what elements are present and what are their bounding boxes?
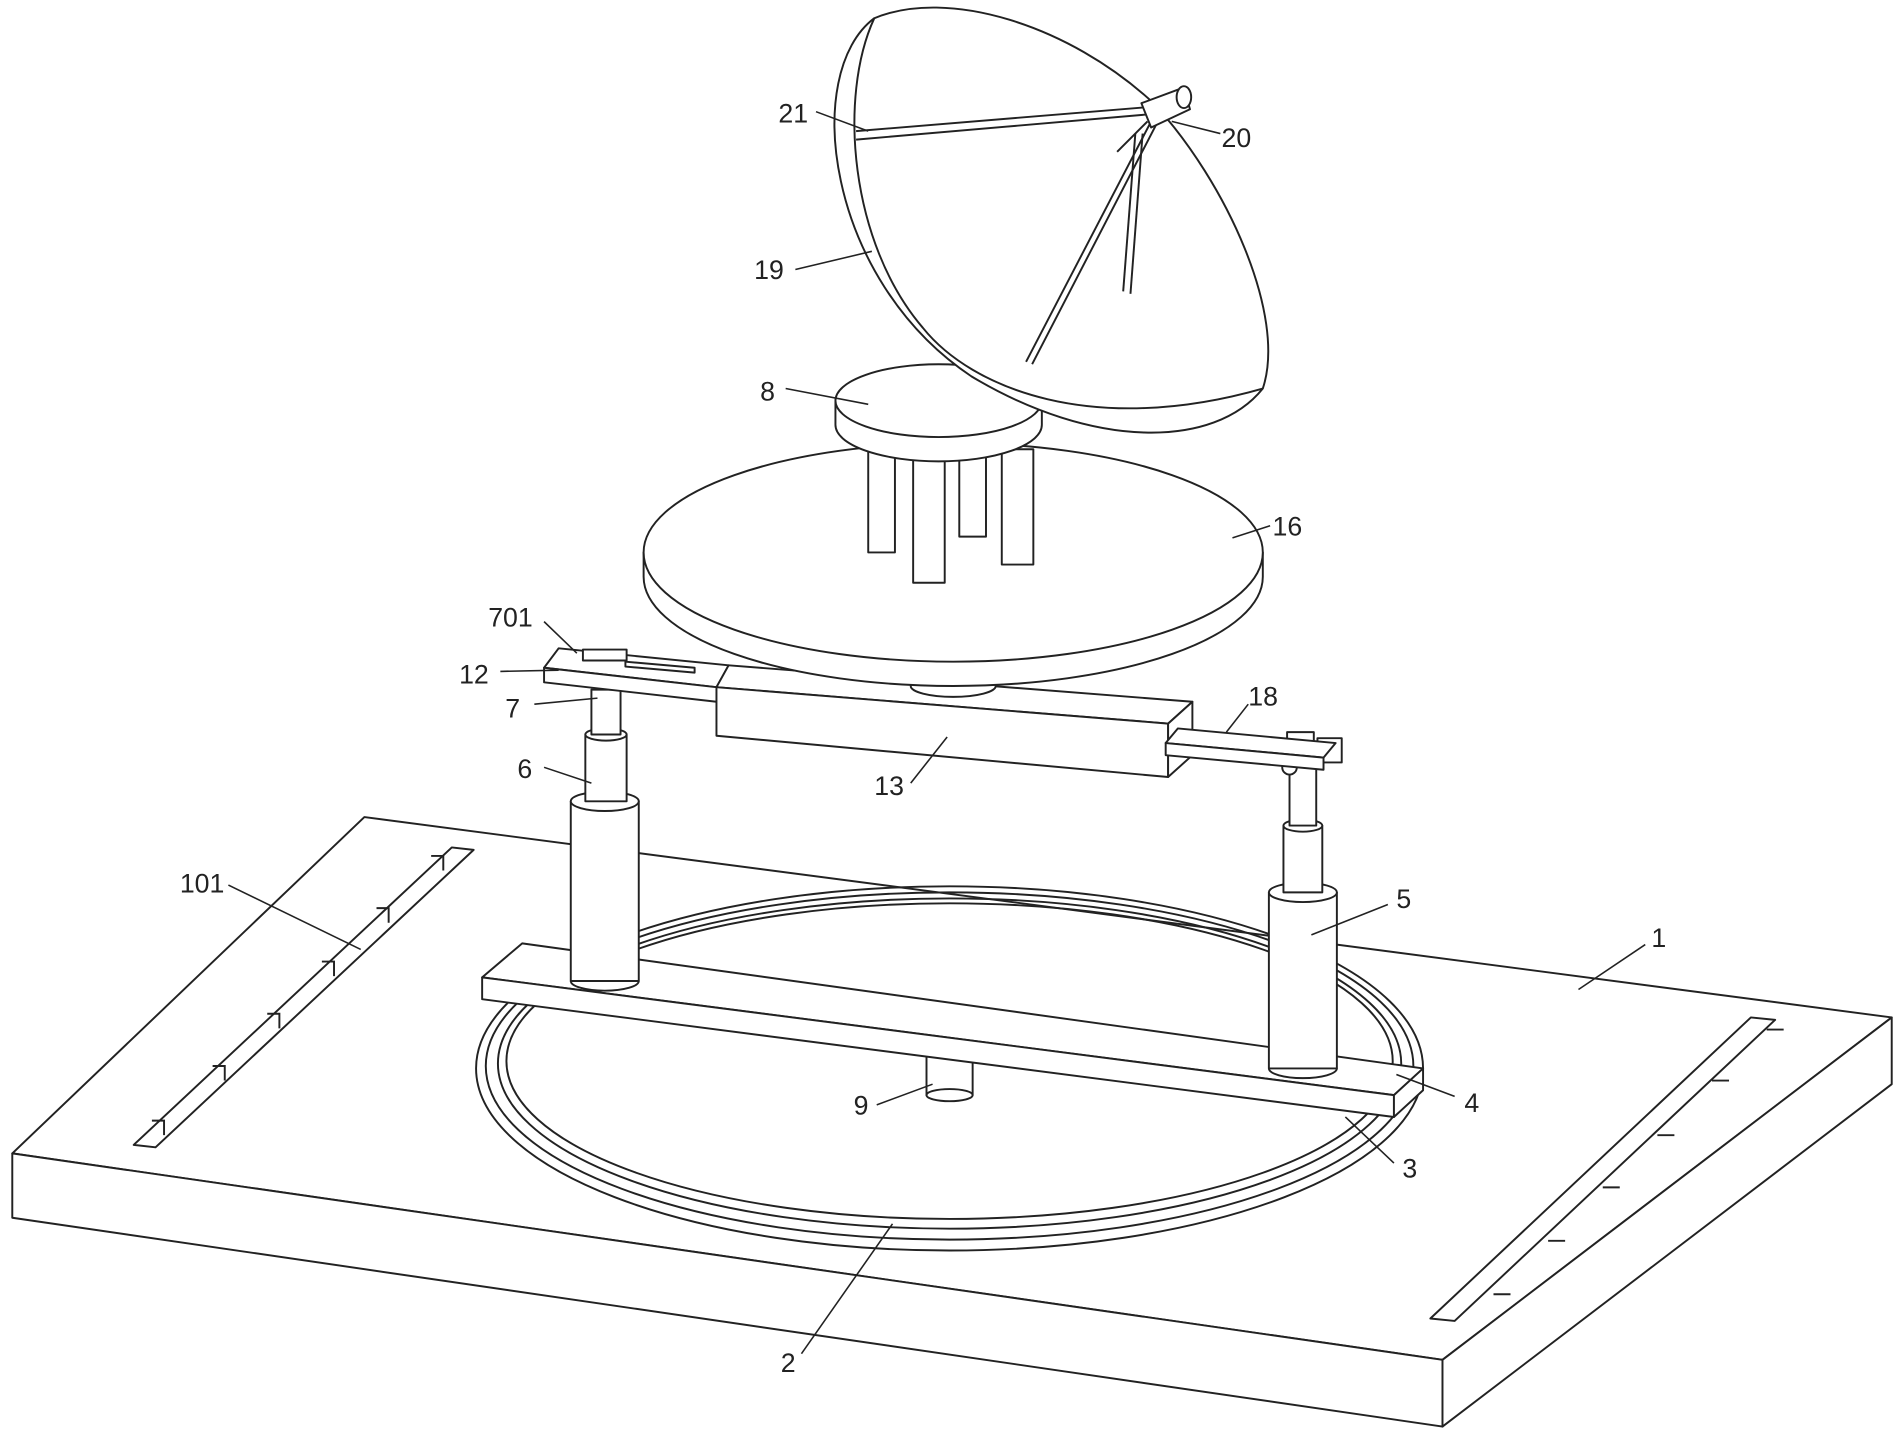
label-8: 8 <box>760 377 775 407</box>
label-1: 1 <box>1651 923 1666 953</box>
label-701: 701 <box>488 602 533 632</box>
label-16: 16 <box>1273 511 1303 541</box>
label-4: 4 <box>1464 1088 1479 1118</box>
label-20: 20 <box>1222 123 1252 153</box>
center-post <box>927 1056 973 1101</box>
label-9: 9 <box>854 1091 869 1121</box>
label-12: 12 <box>459 660 489 690</box>
label-2: 2 <box>781 1348 796 1378</box>
label-13: 13 <box>874 771 904 801</box>
label-19: 19 <box>754 255 784 285</box>
label-3: 3 <box>1402 1154 1417 1184</box>
left-cylinder <box>571 690 639 991</box>
label-7: 7 <box>505 694 520 724</box>
label-6: 6 <box>517 754 532 784</box>
label-21: 21 <box>778 99 808 129</box>
label-18: 18 <box>1248 681 1278 711</box>
turntable <box>644 443 1263 697</box>
right-cylinder <box>1269 732 1342 1078</box>
label-5: 5 <box>1396 884 1411 914</box>
label-101: 101 <box>180 868 225 898</box>
base-plate <box>12 817 1891 1426</box>
